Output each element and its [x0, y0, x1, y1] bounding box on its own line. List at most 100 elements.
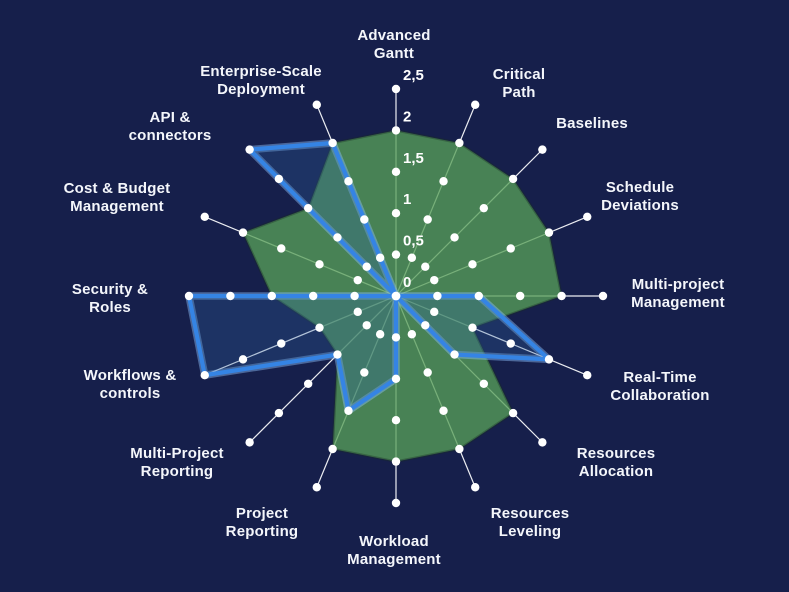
tick-dot	[583, 212, 592, 221]
tick-dot	[544, 355, 554, 364]
tick-dot	[184, 291, 194, 301]
tick-label: 0,5	[403, 233, 424, 250]
tick-dot	[362, 321, 371, 330]
tick-dot	[391, 209, 401, 218]
axis-label-line: Reporting	[226, 523, 299, 540]
tick-dot	[538, 438, 547, 447]
tick-dot	[303, 379, 313, 389]
tick-dot	[544, 228, 554, 237]
axis-label-line: Resources	[491, 505, 570, 522]
axis-label-line: Leveling	[499, 523, 561, 540]
tick-dot	[312, 483, 321, 492]
tick-dot	[430, 275, 439, 285]
axis-label-line: Reporting	[141, 463, 214, 480]
tick-dot	[333, 350, 342, 359]
tick-dot	[439, 177, 448, 186]
tick-dot	[506, 244, 515, 253]
tick-dot	[245, 438, 254, 447]
tick-dot	[362, 262, 371, 271]
tick-dot	[433, 291, 442, 301]
tick-dot	[468, 260, 477, 269]
axis-label-line: Allocation	[579, 463, 654, 480]
tick-dot	[277, 339, 286, 348]
tick-dot	[274, 174, 284, 184]
tick-dot	[516, 291, 525, 301]
tick-dot	[309, 291, 318, 301]
axis-label-line: Advanced	[357, 27, 430, 44]
tick-dot	[274, 408, 284, 418]
tick-dot	[391, 333, 401, 342]
tick-dot	[423, 368, 432, 377]
tick-dot	[360, 368, 369, 377]
tick-dot	[421, 262, 430, 271]
tick-dot	[303, 203, 313, 213]
tick-dot	[350, 291, 359, 301]
tick-dot	[245, 145, 254, 154]
axis-label-line: Management	[347, 551, 441, 568]
tick-dot	[538, 145, 547, 154]
tick-dot	[200, 212, 209, 221]
tick-dot	[423, 215, 432, 224]
tick-dot	[421, 321, 430, 330]
tick-dot	[450, 233, 459, 242]
axis-label-line: Security &	[72, 281, 148, 298]
axis-label-line: Gantt	[374, 45, 414, 62]
tick-dot	[315, 260, 324, 269]
tick-dot	[468, 323, 477, 332]
tick-dot	[360, 215, 369, 224]
axis-label-line: Roles	[89, 299, 131, 316]
tick-dot	[450, 350, 459, 359]
tick-label: 2	[403, 108, 411, 125]
axis-label-baselines: Baselines	[556, 115, 628, 132]
axis-label-line: Multi-Project	[130, 445, 223, 462]
tick-dot	[375, 330, 385, 339]
axis-label-line: controls	[100, 385, 161, 402]
axis-label-line: Deviations	[601, 197, 679, 214]
tick-dot	[455, 444, 464, 454]
tick-dot	[391, 167, 401, 176]
tick-dot	[391, 457, 401, 466]
center-dot	[391, 291, 401, 301]
tick-dot	[226, 291, 235, 301]
axis-label-line: API &	[149, 109, 190, 126]
tick-dot	[353, 275, 362, 285]
tick-dot	[375, 253, 385, 262]
axis-label-line: Multi-project	[632, 276, 725, 293]
tick-dot	[479, 379, 489, 389]
axis-label-line: Real-Time	[623, 369, 696, 386]
axis-label-security-roles: Security &Roles	[72, 281, 148, 316]
tick-label: 1,5	[403, 150, 424, 167]
tick-dot	[407, 330, 417, 339]
axis-label-line: Deployment	[217, 81, 305, 98]
tick-dot	[238, 355, 248, 364]
tick-dot	[200, 371, 209, 380]
tick-dot	[328, 444, 337, 454]
tick-dot	[353, 307, 362, 317]
tick-dot	[391, 374, 401, 383]
axis-label-workflows-controls: Workflows &controls	[84, 367, 177, 402]
tick-label: 0	[403, 274, 411, 291]
axis-label-line: Baselines	[556, 115, 628, 132]
tick-dot	[583, 371, 592, 380]
axis-label-line: Workload	[359, 533, 429, 550]
axis-label-line: connectors	[129, 127, 212, 144]
tick-dot	[557, 291, 566, 301]
axis-label-api-connectors: API &connectors	[129, 109, 212, 144]
axis-label-line: Management	[631, 294, 725, 311]
tick-dot	[391, 250, 401, 259]
tick-dot	[471, 100, 480, 109]
axis-label-line: Resources	[577, 445, 656, 462]
tick-dot	[508, 408, 518, 418]
tick-dot	[238, 228, 248, 237]
axis-label-line: Path	[502, 84, 535, 101]
